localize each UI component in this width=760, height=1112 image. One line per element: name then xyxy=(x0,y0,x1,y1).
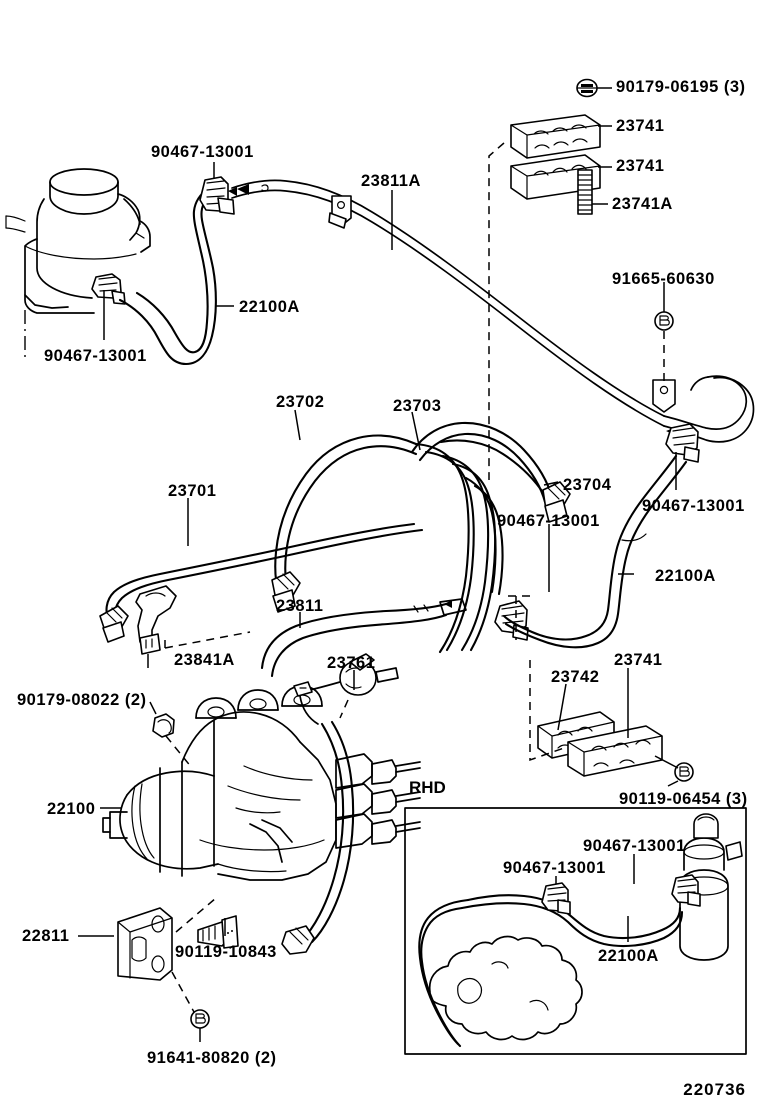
nut-90179-08022-icon xyxy=(152,713,175,738)
fuel-pipe-23811a xyxy=(228,179,665,427)
part-label-23811a: 23811A xyxy=(361,172,421,190)
clamp-block-23741-upper xyxy=(510,114,601,159)
leader-23704 xyxy=(543,481,559,486)
figure-number: 220736 xyxy=(683,1080,746,1099)
part-label-90467-13001-inset-right: 90467-13001 xyxy=(583,837,686,855)
nut-90179-06195-icon xyxy=(576,78,598,98)
hose-clamp-icon-inset-right xyxy=(671,874,701,907)
clamp-block-23741-bracket xyxy=(567,725,663,777)
part-label-90467-13001-left: 90467-13001 xyxy=(44,347,147,365)
dash-bracket-assembly xyxy=(529,660,565,762)
part-label-23841a: 23841A xyxy=(174,651,235,669)
part-label-23702: 23702 xyxy=(276,393,325,411)
dash-clamp-mid xyxy=(508,595,530,640)
hose-clamp-icon-inset-left xyxy=(541,882,571,915)
part-label-23741-lower: 23741 xyxy=(616,157,665,175)
bolt-90119-10843-icon xyxy=(197,915,239,949)
part-label-23704: 23704 xyxy=(563,476,612,494)
part-label-90179-08022: 90179-08022 (2) xyxy=(17,691,147,709)
part-label-22100a-right: 22100A xyxy=(655,567,716,585)
rhd-inset-frame xyxy=(404,807,747,1055)
part-label-90467-13001-right: 90467-13001 xyxy=(642,497,745,515)
part-label-90467-13001-inset-left: 90467-13001 xyxy=(503,859,606,877)
hose-23704 xyxy=(439,439,571,523)
dash-23841a-to-23811 xyxy=(164,631,251,649)
dash-90179-08022 xyxy=(165,735,193,769)
leader-23742 xyxy=(557,683,567,731)
part-label-23761: 23761 xyxy=(327,654,376,672)
fuel-filter-illustration xyxy=(679,813,743,961)
hose-clamp-icon-reservoir xyxy=(91,273,126,305)
part-label-90467-13001-mid: 90467-13001 xyxy=(497,512,600,530)
part-label-23741-bracket: 23741 xyxy=(614,651,663,669)
part-label-23811: 23811 xyxy=(276,597,324,615)
assembly-dash-upper xyxy=(488,142,505,480)
hose-22100a-right xyxy=(502,454,688,649)
dash-91641 xyxy=(171,971,195,1013)
part-label-90467-13001-top-left: 90467-13001 xyxy=(151,143,254,161)
hose-clamp-icon-upper-left xyxy=(199,176,235,215)
part-label-90119-10843: 90119-10843 xyxy=(175,943,277,961)
part-label-23703: 23703 xyxy=(393,397,442,415)
injection-pump-illustration xyxy=(102,685,421,881)
hose-clamp-icon-right-pipe xyxy=(665,423,700,463)
part-label-22100a-upper-left: 22100A xyxy=(239,298,300,316)
hose-23811 xyxy=(260,598,467,678)
bracket-22811 xyxy=(117,907,173,981)
fuel-reservoir-illustration xyxy=(5,168,151,314)
part-label-90179-06195: 90179-06195 (3) xyxy=(616,78,746,96)
ref-marker-b-91665 xyxy=(654,311,674,331)
rhd-inset-contents xyxy=(418,813,743,1048)
hose-22100a-upper xyxy=(118,193,217,366)
clip-bracket-23841a xyxy=(135,585,177,655)
part-label-91641-80820: 91641-80820 (2) xyxy=(147,1049,277,1067)
leader-23702 xyxy=(294,409,301,441)
leader-90179-08022 xyxy=(149,701,157,715)
part-label-91665-60630: 91665-60630 xyxy=(612,270,715,288)
stud-23741a-icon xyxy=(577,169,593,215)
dash-23761 xyxy=(339,699,349,719)
ref-marker-b-90119-06454 xyxy=(674,762,694,782)
part-label-23701: 23701 xyxy=(168,482,217,500)
part-label-23741a: 23741A xyxy=(612,195,673,213)
hose-bundle-to-pump xyxy=(414,442,504,654)
part-label-22811: 22811 xyxy=(22,927,70,945)
part-label-90119-06454: 90119-06454 (3) xyxy=(619,790,748,808)
part-label-23742: 23742 xyxy=(551,668,600,686)
leader-23703 xyxy=(411,411,421,451)
ref-marker-b-91641 xyxy=(190,1009,210,1029)
rhd-variant-tag: RHD xyxy=(409,778,446,797)
hose-23701 xyxy=(99,522,424,643)
pump-return-hose xyxy=(281,720,355,955)
hose-23702 xyxy=(271,434,418,613)
part-label-22100: 22100 xyxy=(47,800,96,818)
part-label-22100a-inset: 22100A xyxy=(598,947,659,965)
leader-06454-to-block xyxy=(654,755,679,769)
valve-23761 xyxy=(293,653,399,725)
leader-90119-06454 xyxy=(667,780,679,787)
dash-22811-to-pump xyxy=(175,897,217,933)
part-label-23741-upper: 23741 xyxy=(616,117,665,135)
fuel-pipe-right-end xyxy=(652,375,755,443)
